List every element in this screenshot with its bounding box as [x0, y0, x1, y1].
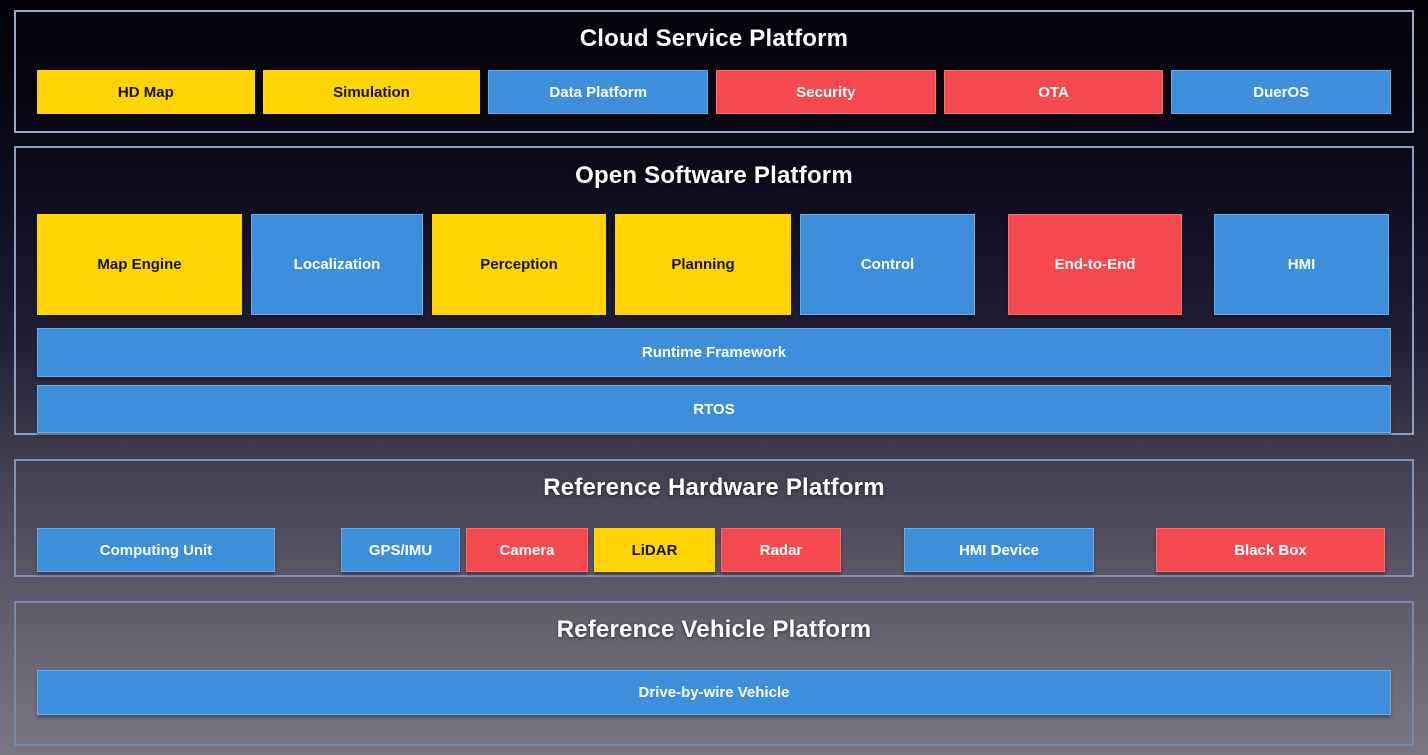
- hardware-boxes-row: Computing Unit GPS/IMU Camera LiDAR Rada…: [37, 528, 1391, 572]
- box-camera: Camera: [466, 528, 588, 572]
- box-hd-map: HD Map: [37, 70, 255, 114]
- box-gps-imu: GPS/IMU: [341, 528, 460, 572]
- section-reference-vehicle-platform: Reference Vehicle Platform Drive-by-wire…: [14, 601, 1414, 746]
- box-security: Security: [716, 70, 936, 114]
- box-hmi: HMI: [1214, 214, 1389, 315]
- box-computing-unit: Computing Unit: [37, 528, 275, 572]
- box-dueros: DuerOS: [1171, 70, 1392, 114]
- bar-drive-by-wire-vehicle: Drive-by-wire Vehicle: [37, 670, 1391, 715]
- box-ota: OTA: [943, 70, 1164, 114]
- box-map-engine: Map Engine: [37, 214, 242, 315]
- section-cloud-service-platform: Cloud Service Platform HD Map Simulation…: [14, 10, 1414, 133]
- section-title-open-software-platform: Open Software Platform: [575, 162, 853, 189]
- box-end-to-end: End-to-End: [1008, 214, 1182, 315]
- box-data-platform: Data Platform: [488, 70, 709, 114]
- box-perception: Perception: [432, 214, 606, 315]
- bar-rtos: RTOS: [37, 385, 1391, 433]
- section-title-cloud-service-platform: Cloud Service Platform: [579, 25, 849, 52]
- box-control: Control: [800, 214, 975, 315]
- section-title-reference-hardware-platform: Reference Hardware Platform: [543, 474, 885, 501]
- box-radar: Radar: [721, 528, 841, 572]
- section-reference-hardware-platform: Reference Hardware Platform Computing Un…: [14, 459, 1414, 577]
- box-simulation: Simulation: [262, 70, 481, 114]
- cloud-service-boxes-row: HD Map Simulation Data Platform Security…: [37, 70, 1392, 114]
- box-lidar: LiDAR: [594, 528, 715, 572]
- box-localization: Localization: [251, 214, 423, 315]
- open-software-boxes-row: Map Engine Localization Perception Plann…: [37, 214, 1391, 315]
- box-hmi-device: HMI Device: [904, 528, 1094, 572]
- box-black-box: Black Box: [1156, 528, 1385, 572]
- section-open-software-platform: Open Software Platform Map Engine Locali…: [14, 146, 1414, 435]
- box-planning: Planning: [615, 214, 791, 315]
- section-title-reference-vehicle-platform: Reference Vehicle Platform: [556, 616, 872, 643]
- bar-runtime-framework: Runtime Framework: [37, 328, 1391, 377]
